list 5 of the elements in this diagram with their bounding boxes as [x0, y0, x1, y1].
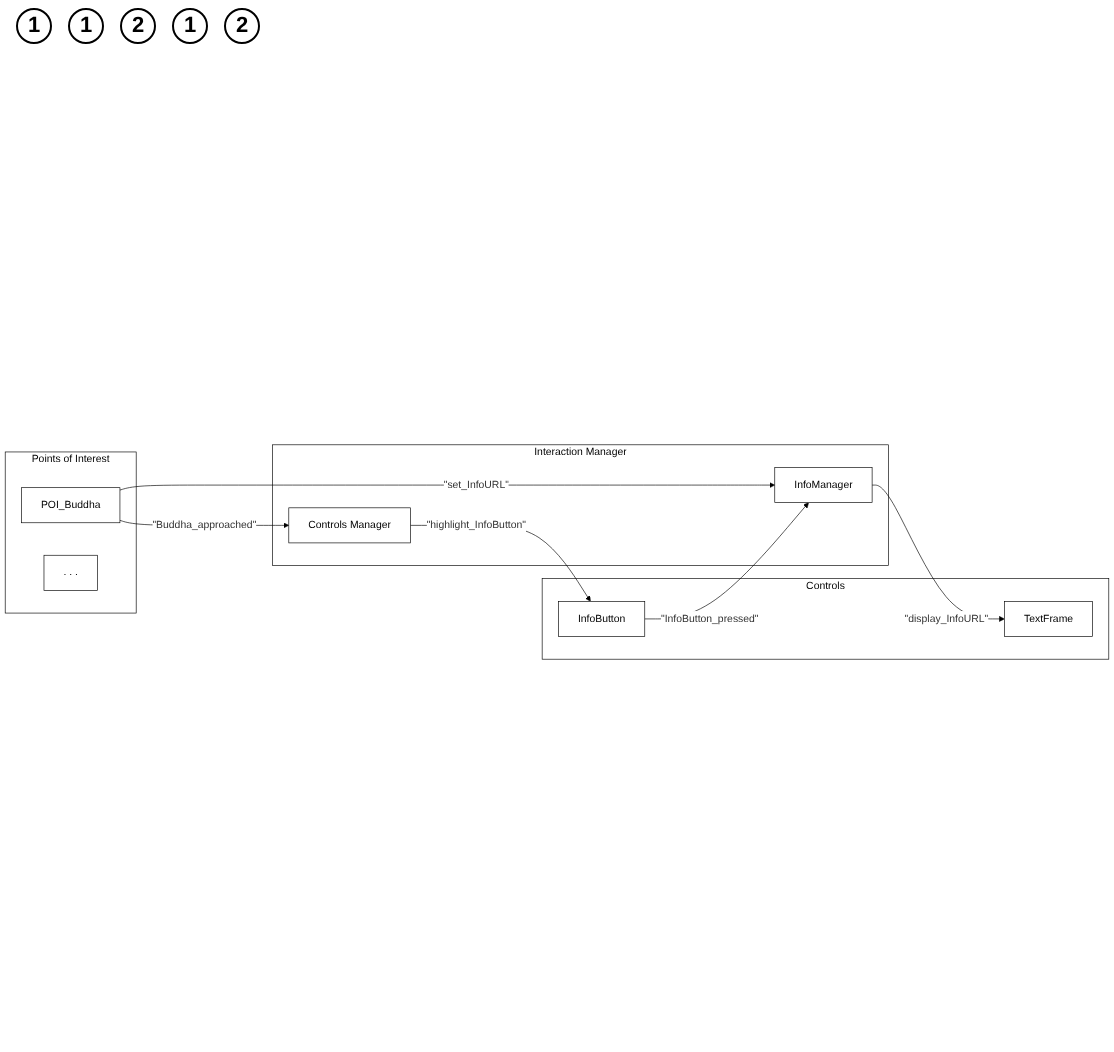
step-number: 1 [68, 8, 104, 44]
step-number: 1 [16, 8, 52, 44]
step-number: 1 [172, 8, 208, 44]
step-number: 2 [120, 8, 156, 44]
step-number: 2 [224, 8, 260, 44]
